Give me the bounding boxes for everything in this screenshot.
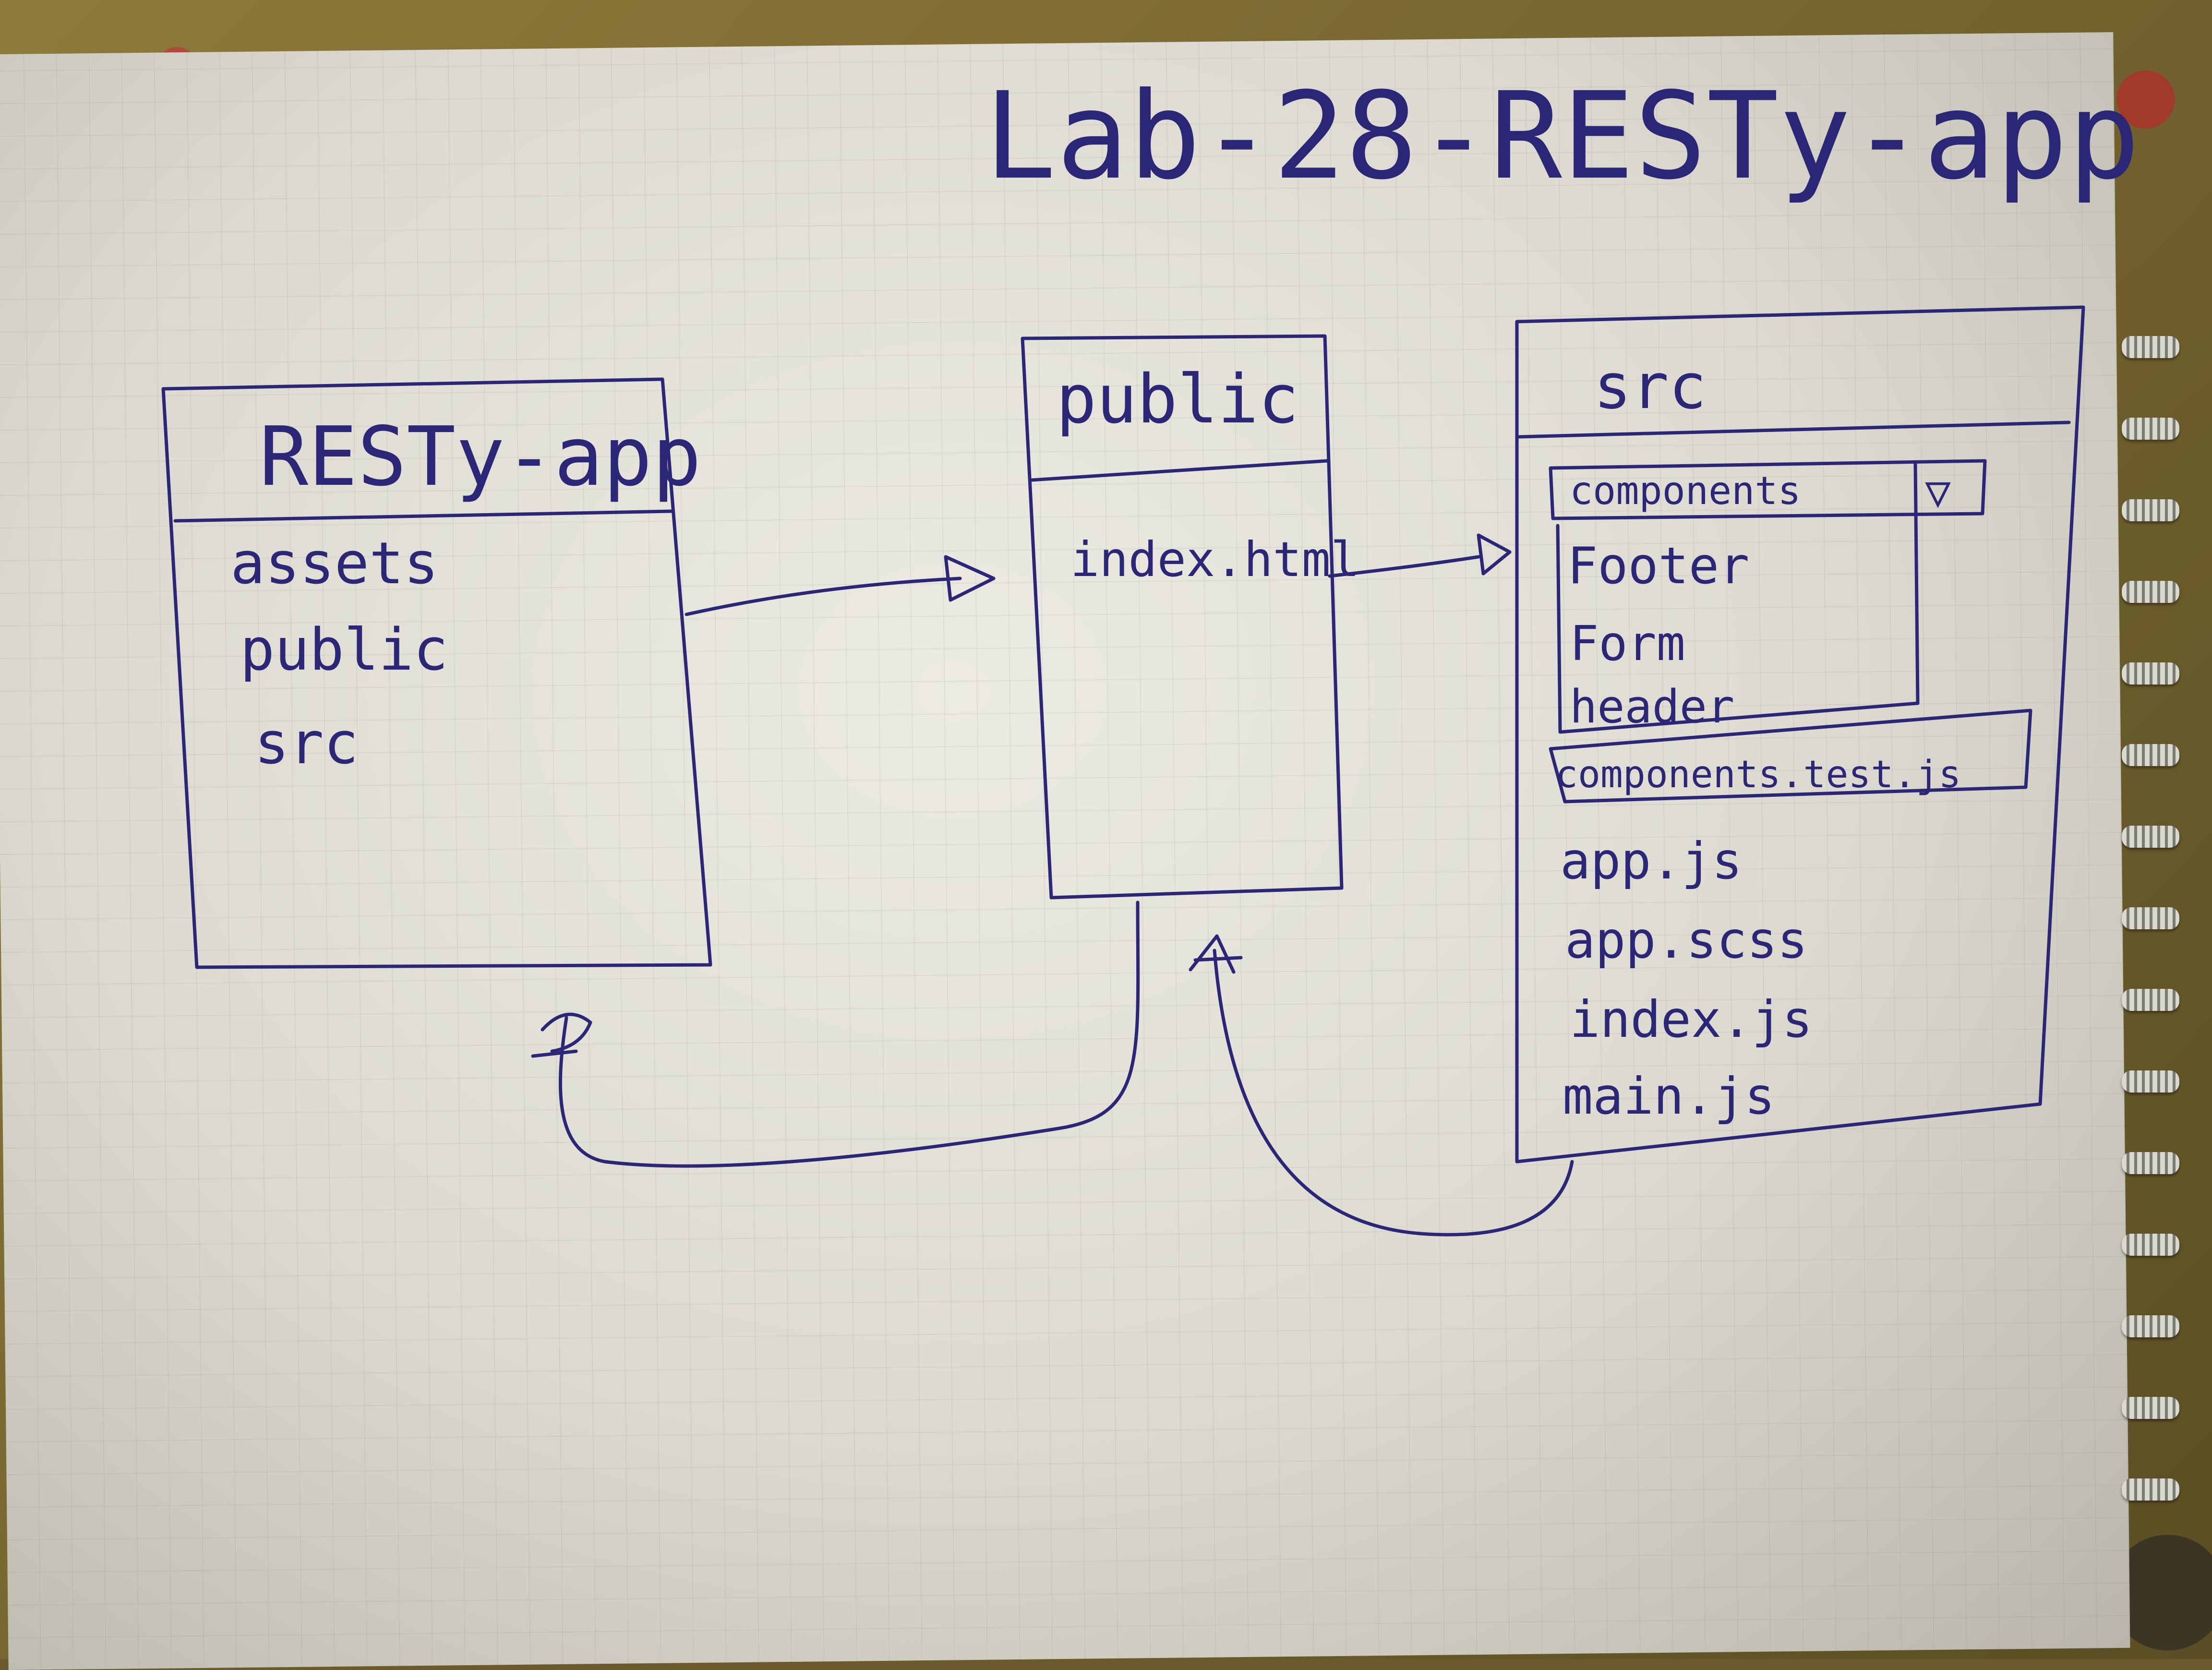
src-item-app-js: app.js bbox=[1560, 832, 1742, 890]
src-box: src components ▽ Footer Form header comp… bbox=[1515, 305, 2085, 1164]
arrow-public-to-src bbox=[1328, 555, 1480, 578]
resty-item-assets: assets bbox=[230, 530, 438, 597]
src-item-main-js: main.js bbox=[1563, 1067, 1775, 1126]
public-header: public bbox=[1056, 360, 1299, 439]
src-box-outline bbox=[1515, 305, 2085, 1164]
arrow-resty-to-public-head bbox=[944, 555, 996, 602]
test-file-outline bbox=[1549, 709, 2032, 804]
arrow-src-back-to-public bbox=[1213, 949, 1574, 1237]
src-item-app-scss: app.scss bbox=[1565, 911, 1808, 970]
components-toggle-icon[interactable]: ▽ bbox=[1925, 467, 1951, 517]
components-label: components bbox=[1570, 469, 1801, 513]
public-header-divider bbox=[1030, 459, 1329, 482]
public-box-outline bbox=[1021, 334, 1344, 900]
notebook-spiral-binding bbox=[2122, 336, 2194, 1632]
arrow-resty-to-public bbox=[685, 577, 962, 616]
resty-item-src: src bbox=[254, 710, 359, 777]
src-item-index-js: index.js bbox=[1570, 990, 1813, 1049]
arrow-src-back-to-public-tick bbox=[1193, 956, 1243, 962]
diagram-title: Lab-28-RESTy-app bbox=[984, 66, 2140, 206]
components-item-header: header bbox=[1570, 681, 1734, 733]
components-vertical-line bbox=[1913, 461, 1920, 705]
arrow-public-back-to-resty-head bbox=[541, 1012, 592, 1053]
public-item-index-html: index.html bbox=[1070, 531, 1359, 588]
resty-app-box: RESTy-app assets public src bbox=[161, 377, 712, 969]
resty-app-header: RESTy-app bbox=[259, 409, 701, 505]
components-list-outline bbox=[1556, 524, 1920, 734]
arrow-src-back-to-public-head bbox=[1189, 934, 1236, 974]
arrow-public-back-to-resty bbox=[558, 901, 1140, 1168]
resty-app-box-outline bbox=[161, 377, 712, 969]
resty-app-header-divider bbox=[173, 509, 674, 523]
arrow-public-back-to-resty-tick bbox=[531, 1049, 578, 1058]
connector-arrows bbox=[531, 533, 1574, 1237]
resty-item-public: public bbox=[240, 617, 448, 684]
src-header-divider bbox=[1517, 421, 2071, 439]
components-header-outline bbox=[1549, 459, 1987, 520]
test-file-label: components.test.js bbox=[1555, 753, 1961, 796]
public-box: public index.html bbox=[1021, 334, 1359, 900]
components-item-form: Form bbox=[1570, 615, 1685, 672]
components-item-footer: Footer bbox=[1567, 537, 1749, 595]
arrow-public-to-src-head bbox=[1477, 533, 1512, 576]
src-header: src bbox=[1594, 350, 1707, 423]
